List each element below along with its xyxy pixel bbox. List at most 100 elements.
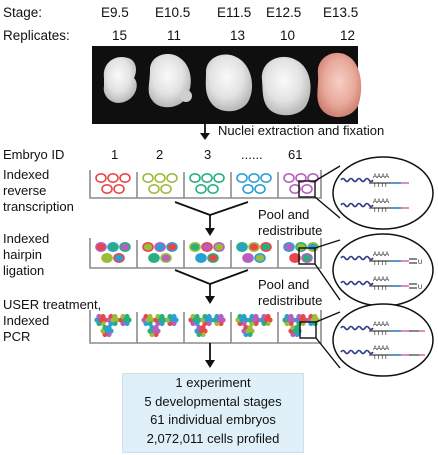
- nucleus-ring: [189, 173, 201, 184]
- nuclei-extraction-label: Nuclei extraction and fixation: [218, 123, 385, 138]
- nucleus-ring: [160, 184, 172, 195]
- nucleus-flower: [141, 313, 155, 327]
- petal-center: [239, 317, 245, 323]
- zoom-connectors: [298, 165, 341, 369]
- nucleus-labeled: [95, 242, 107, 253]
- nucleus-labeled: [195, 253, 207, 264]
- nucleus-labeled: [113, 253, 125, 264]
- replicates-e12-5: 10: [280, 28, 296, 43]
- rna-strand: [340, 280, 374, 286]
- embryo-id-61: 61: [288, 147, 303, 162]
- nucleus-flower: [247, 313, 261, 327]
- rna-strand: [340, 202, 374, 208]
- inset-ellipses: [332, 156, 434, 377]
- polyt-label: TTTT: [373, 331, 388, 337]
- polya-label: AAAA: [373, 252, 389, 258]
- arrow-heads: [205, 228, 215, 368]
- nucleus-ring: [248, 173, 260, 184]
- nucleus-flower: [200, 313, 214, 327]
- nucleus-ring: [289, 184, 301, 195]
- nucleus-ring: [295, 173, 307, 184]
- petal-center: [192, 317, 198, 323]
- pool-label-2-line-2: redistribute: [258, 293, 323, 308]
- well-2-5: [283, 242, 319, 264]
- replicates-e9-5: 15: [112, 28, 128, 43]
- nucleus-flower: [165, 313, 179, 327]
- hairpin: [409, 258, 417, 264]
- stage-e9-5: E9.5: [101, 5, 129, 20]
- petal-center: [251, 317, 257, 323]
- nucleus-labeled: [236, 242, 248, 253]
- nucleus-ring: [195, 184, 207, 195]
- nucleus-flower: [188, 313, 202, 327]
- polya-label: AAAA: [373, 174, 389, 180]
- nucleus-labeled: [101, 253, 113, 264]
- stage-e10-5: E10.5: [155, 5, 191, 20]
- nucleus-labeled: [166, 242, 178, 253]
- rt-label-line-3: transcription: [3, 199, 74, 214]
- nucleus-ring: [283, 173, 295, 184]
- petal-center: [145, 317, 151, 323]
- replicates-e10-5: 11: [167, 28, 182, 43]
- embryo-e9-5-image: [103, 56, 137, 103]
- petal-center: [110, 317, 116, 323]
- pool-arrow-1: [174, 201, 249, 216]
- nucleus-flower: [147, 324, 161, 338]
- petal-center: [263, 317, 269, 323]
- petal-center: [310, 317, 316, 323]
- pcr-label-line-2: Indexed: [3, 313, 50, 328]
- nucleus-flower: [259, 313, 273, 327]
- well-2-2: [142, 242, 178, 264]
- nucleus-labeled: [154, 242, 166, 253]
- nucleus-ring: [119, 173, 131, 184]
- summary-line-4: 2,072,011 cells profiled: [146, 430, 280, 446]
- rna-strand: [340, 177, 374, 183]
- petal-center: [122, 317, 128, 323]
- nucleus-flower: [94, 313, 108, 327]
- petal-center: [292, 328, 298, 334]
- nucleus-flower: [306, 313, 320, 327]
- polyt-label: TTTT: [373, 208, 388, 214]
- rna-strand: [340, 255, 374, 261]
- nucleus-flower: [212, 313, 226, 327]
- summary-line-3: 61 individual embryos: [150, 412, 276, 427]
- nucleus-ring: [260, 173, 272, 184]
- petal-center: [151, 328, 157, 334]
- petal-center: [245, 328, 251, 334]
- polyt-label: TTTT: [373, 286, 388, 292]
- nucleus-ring: [254, 184, 266, 195]
- arrow-to-nuclei: [200, 124, 210, 140]
- replicates-e11-5: 13: [230, 28, 246, 43]
- well-1-3: [189, 173, 225, 195]
- tray-row-1: [89, 170, 322, 199]
- hairpin-label-line-3: ligation: [3, 263, 45, 278]
- well-2-3: [189, 242, 225, 264]
- uracil-label: U: [418, 285, 422, 291]
- nucleus-ring: [207, 184, 219, 195]
- tray-row-2: [89, 238, 322, 269]
- nucleus-labeled: [148, 253, 160, 264]
- rt-label-line-1: Indexed: [3, 167, 50, 182]
- rt-label-line-2: reverse: [3, 183, 47, 198]
- petal-center: [157, 317, 163, 323]
- replicates-label: Replicates:: [3, 28, 70, 43]
- nucleus-labeled: [189, 242, 201, 253]
- uracil-label: U: [418, 260, 422, 266]
- nucleus-ring: [101, 184, 113, 195]
- pool-label-1-line-1: Pool and: [258, 207, 310, 222]
- embryo-id-ellipsis: ......: [241, 147, 263, 162]
- nucleus-ring: [142, 173, 154, 184]
- inset-hairpin: [332, 233, 434, 307]
- nucleus-labeled: [295, 242, 307, 253]
- petal-center: [204, 317, 210, 323]
- well-2-4: [236, 242, 272, 264]
- nucleus-flower: [294, 313, 308, 327]
- petal-center: [286, 317, 292, 323]
- hairpin-label-line-2: hairpin: [3, 247, 43, 262]
- nucleus-ring: [242, 184, 254, 195]
- embryo-e10-5-image: [148, 54, 192, 108]
- petal-center: [298, 317, 304, 323]
